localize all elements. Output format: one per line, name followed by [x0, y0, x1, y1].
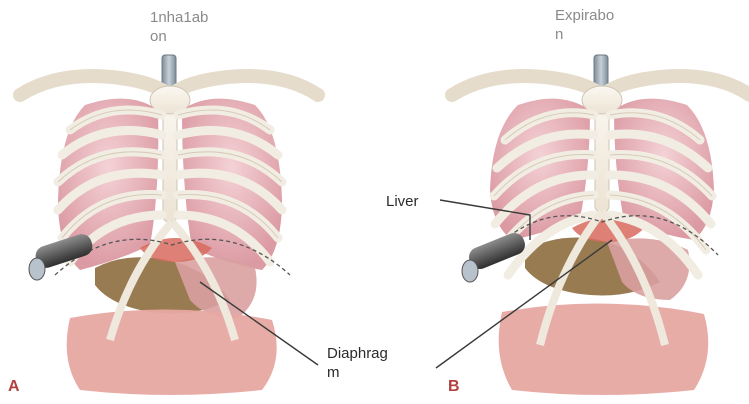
clavicle-right-a	[175, 76, 318, 95]
panel-a-letter: A	[8, 378, 20, 396]
panel-a-title: 1nha1ab on	[150, 8, 208, 46]
panel-a-title-line1: 1nha1ab	[150, 8, 208, 27]
panel-a-title-line2: on	[150, 27, 208, 46]
clavicle-right-b	[607, 76, 749, 95]
panel-a-illustration	[20, 55, 318, 395]
liver-label: Liver	[386, 192, 419, 211]
panel-b-title: Expirabo n	[555, 6, 614, 44]
panel-b-letter: B	[448, 378, 460, 396]
panel-b-illustration	[436, 55, 749, 395]
panel-b-title-line2: n	[555, 25, 614, 44]
clavicle-left-b	[452, 76, 597, 95]
intestines-b	[499, 303, 709, 395]
intestines-a	[67, 309, 277, 395]
diaphragm-label-line1: Diaphrag	[327, 344, 388, 363]
diaphragm-label-line2: m	[327, 363, 388, 382]
panel-b-title-line1: Expirabo	[555, 6, 614, 25]
diaphragm-label: Diaphrag m	[327, 344, 388, 382]
clavicle-left-a	[20, 76, 165, 95]
